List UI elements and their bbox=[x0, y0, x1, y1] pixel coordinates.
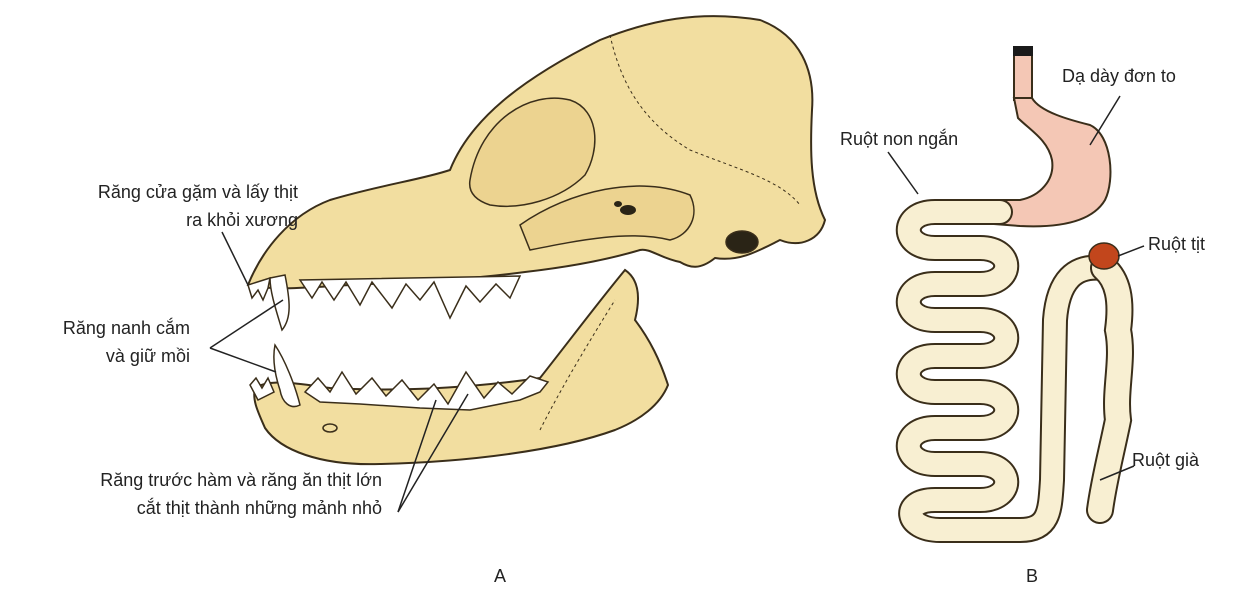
skull-mandible bbox=[254, 270, 668, 464]
label-molars-line1: Răng trước hàm và răng ăn thịt lớn bbox=[100, 470, 382, 490]
label-canines-line2: và giữ mồi bbox=[106, 346, 190, 366]
label-stomach: Dạ dày đơn to bbox=[1062, 66, 1176, 86]
panel-b-caption: B bbox=[1026, 566, 1038, 586]
label-canines-line1: Răng nanh cắm bbox=[63, 317, 190, 338]
leader-incisors bbox=[222, 232, 248, 285]
upper-premolars-molars bbox=[300, 276, 520, 318]
digestive-tract-illustration bbox=[909, 46, 1120, 530]
label-molars-line2: cắt thịt thành những mảnh nhỏ bbox=[137, 497, 382, 518]
skull-foramen bbox=[620, 205, 636, 215]
leader-canine-lower bbox=[210, 348, 276, 372]
skull-foramen-2 bbox=[614, 201, 622, 207]
esophagus bbox=[1014, 52, 1032, 100]
label-incisors-line2: ra khỏi xương bbox=[186, 210, 298, 230]
leader-stomach bbox=[1090, 96, 1120, 145]
label-cecum: Ruột tịt bbox=[1148, 234, 1205, 254]
skull-ear-opening bbox=[726, 231, 758, 253]
leader-canine-upper bbox=[210, 300, 283, 348]
skull-illustration bbox=[248, 16, 825, 464]
panel-a-caption: A bbox=[494, 566, 506, 586]
leader-small-intestine bbox=[888, 152, 918, 194]
label-small-intestine: Ruột non ngắn bbox=[840, 128, 958, 149]
esophagus-opening bbox=[1013, 46, 1033, 56]
cecum bbox=[1089, 243, 1119, 269]
label-incisors-line1: Răng cửa gặm và lấy thịt bbox=[98, 182, 298, 202]
leader-cecum bbox=[1118, 246, 1144, 256]
label-large-intestine: Ruột già bbox=[1132, 450, 1200, 470]
